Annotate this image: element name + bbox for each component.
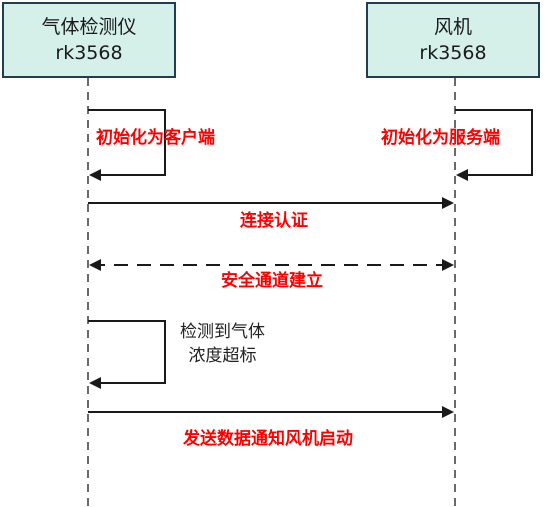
self-call-left-detect xyxy=(88,320,166,389)
note-line-1: 检测到气体 xyxy=(180,322,265,342)
participant-right-device: rk3568 xyxy=(419,42,487,64)
message-label-secure-channel: 安全通道建立 xyxy=(221,271,323,291)
self-call-right-init xyxy=(455,109,533,181)
note-line-2: 浓度超标 xyxy=(188,346,257,366)
participant-right-name: 风机 xyxy=(433,16,472,38)
participant-left-device: rk3568 xyxy=(55,42,123,64)
note-gas-detected: 检测到气体 浓度超标 xyxy=(180,320,265,368)
message-label-auth: 连接认证 xyxy=(240,211,308,231)
message-label-left-init: 初始化为客户端 xyxy=(96,128,215,148)
message-label-notify: 发送数据通知风机启动 xyxy=(183,429,353,449)
participant-fan: 风机 rk3568 xyxy=(366,2,540,78)
self-call-left-init xyxy=(88,109,166,181)
participant-left-name: 气体检测仪 xyxy=(41,16,137,38)
message-label-right-init: 初始化为服务端 xyxy=(381,128,500,148)
participant-gas-detector: 气体检测仪 rk3568 xyxy=(2,2,176,78)
